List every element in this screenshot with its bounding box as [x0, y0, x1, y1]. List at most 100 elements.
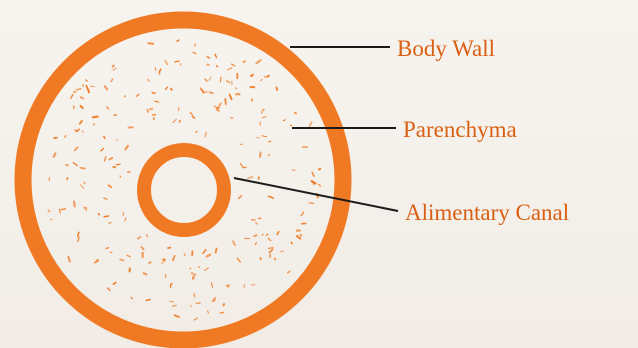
- parenchyma-speck: [113, 283, 115, 285]
- parenchyma-speck: [125, 146, 128, 150]
- parenchyma-speck: [260, 153, 261, 157]
- parenchyma-speck: [293, 170, 295, 171]
- parenchyma-speck: [168, 248, 170, 249]
- parenchyma-speck: [75, 147, 78, 150]
- parenchyma-speck: [73, 163, 77, 166]
- parenchyma-speck: [66, 165, 68, 166]
- parenchyma-speck: [117, 140, 118, 141]
- parenchyma-speck: [149, 262, 150, 263]
- parenchyma-speck: [207, 255, 210, 257]
- parenchyma-speck: [236, 88, 237, 89]
- parenchyma-speck: [184, 254, 185, 256]
- parenchyma-speck: [170, 301, 174, 302]
- parenchyma-speck: [262, 117, 266, 118]
- parenchyma-speck: [240, 164, 242, 167]
- parenchyma-speck: [93, 117, 98, 118]
- parenchyma-speck: [255, 243, 256, 245]
- parenchyma-speck: [277, 88, 278, 90]
- parenchyma-speck: [215, 54, 216, 57]
- parenchyma-speck: [165, 61, 167, 65]
- parenchyma-speck: [205, 79, 207, 81]
- parenchyma-label: Parenchyma: [403, 117, 517, 142]
- parenchyma-speck: [68, 257, 69, 262]
- parenchyma-speck: [152, 93, 155, 94]
- parenchyma-speck: [61, 209, 65, 210]
- body-wall-label: Body Wall: [397, 36, 495, 61]
- parenchyma-speck: [166, 87, 168, 89]
- parenchyma-speck: [107, 107, 109, 109]
- parenchyma-speck: [227, 286, 229, 287]
- parenchyma-speck: [256, 223, 257, 224]
- parenchyma-speck: [157, 101, 159, 102]
- parenchyma-speck: [106, 248, 108, 249]
- parenchyma-speck: [104, 157, 106, 161]
- parenchyma-speck: [261, 80, 262, 81]
- parenchyma-speck: [75, 130, 76, 131]
- parenchyma-speck: [109, 223, 112, 224]
- parenchyma-speck: [114, 115, 116, 116]
- parenchyma-speck: [180, 121, 181, 122]
- parenchyma-speck: [227, 81, 230, 83]
- parenchyma-speck: [214, 106, 218, 108]
- parenchyma-speck: [295, 113, 296, 114]
- parenchyma-speck: [173, 305, 177, 306]
- parenchyma-speck: [96, 260, 98, 261]
- parenchyma-speck: [150, 109, 152, 110]
- parenchyma-speck: [248, 177, 253, 179]
- parenchyma-speck: [275, 258, 276, 259]
- parenchyma-speck: [319, 184, 321, 186]
- parenchyma-speck: [244, 285, 245, 288]
- parenchyma-speck: [148, 79, 150, 81]
- parenchyma-speck: [268, 76, 269, 77]
- parenchyma-speck: [104, 137, 105, 139]
- parenchyma-speck: [146, 300, 150, 301]
- parenchyma-speck: [310, 122, 312, 126]
- parenchyma-speckles: [48, 40, 320, 320]
- parenchyma-speck: [116, 164, 120, 165]
- parenchyma-speck: [220, 77, 221, 82]
- parenchyma-speck: [205, 132, 206, 136]
- parenchyma-speck: [190, 268, 191, 269]
- parenchyma-speck: [125, 96, 126, 97]
- parenchyma-speck: [203, 92, 207, 93]
- parenchyma-speck: [91, 86, 95, 87]
- parenchyma-speck: [155, 68, 156, 71]
- parenchyma-speck: [260, 258, 261, 260]
- parenchyma-speck: [207, 57, 209, 58]
- parenchyma-speck: [144, 273, 147, 274]
- parenchyma-speck: [86, 86, 88, 90]
- parenchyma-speck: [104, 198, 107, 199]
- parenchyma-speck: [312, 181, 316, 183]
- parenchyma-speck: [78, 232, 79, 236]
- parenchyma-speck: [262, 234, 263, 235]
- parenchyma-speck: [171, 89, 172, 90]
- parenchyma-speck: [80, 121, 82, 124]
- parenchyma-speck: [74, 92, 76, 93]
- parenchyma-speck: [111, 79, 112, 82]
- parenchyma-speck: [228, 68, 232, 70]
- parenchyma-speck: [77, 89, 81, 90]
- parenchyma-speck: [263, 110, 264, 111]
- parenchyma-speck: [142, 247, 144, 249]
- parenchyma-speck: [309, 203, 313, 204]
- parenchyma-speck: [48, 210, 49, 211]
- parenchyma-speck: [71, 95, 73, 99]
- parenchyma-speck: [209, 77, 211, 80]
- parenchyma-speck: [284, 120, 285, 121]
- parenchyma-speck: [232, 64, 235, 66]
- parenchyma-speck: [208, 311, 209, 313]
- parenchyma-speck: [162, 261, 166, 264]
- parenchyma-speck: [108, 288, 110, 290]
- parenchyma-speck: [280, 251, 283, 252]
- parenchyma-speck: [220, 312, 224, 313]
- parenchyma-speck: [74, 202, 75, 207]
- parenchyma-speck: [78, 237, 80, 242]
- parenchyma-speck: [191, 305, 192, 306]
- parenchyma-speck: [125, 218, 127, 221]
- parenchyma-speck: [175, 315, 179, 317]
- parenchyma-speck: [193, 277, 194, 279]
- parenchyma-speck: [86, 80, 88, 82]
- parenchyma-speck: [175, 61, 180, 62]
- parenchyma-speck: [211, 283, 212, 287]
